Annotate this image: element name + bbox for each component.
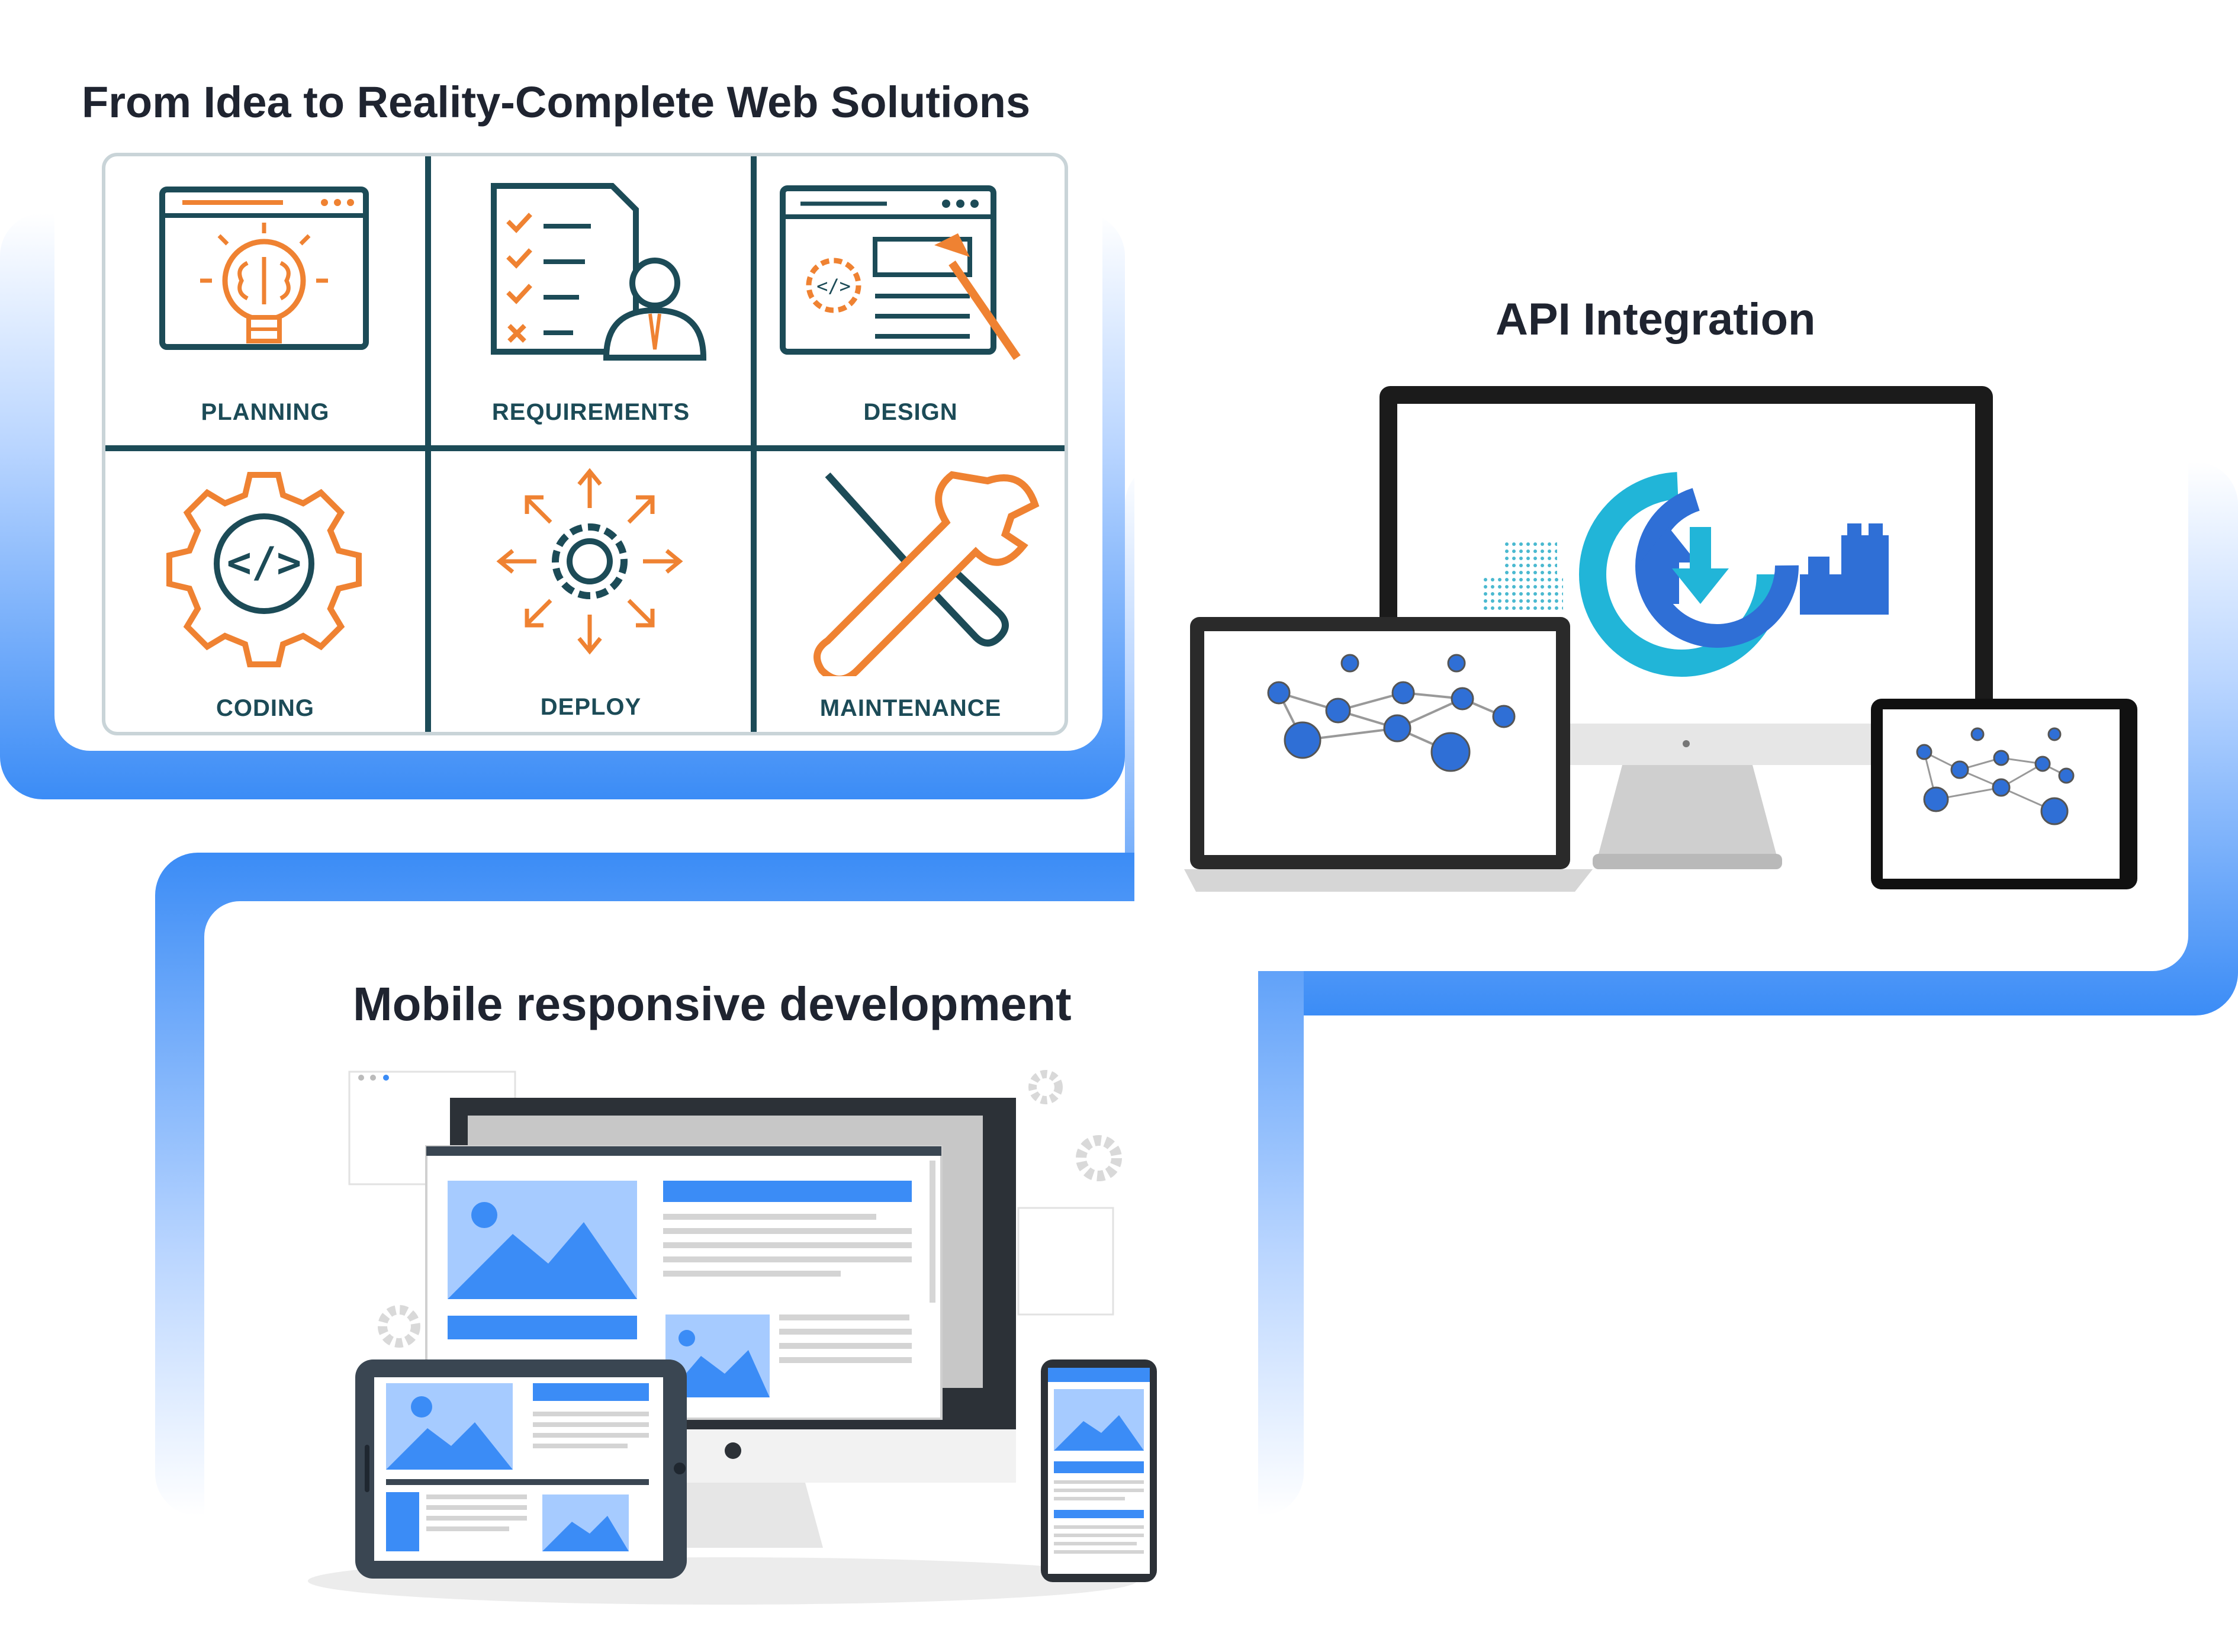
api-device-illustration (1184, 386, 2137, 892)
step-maintenance: MAINTENANCE (757, 451, 1065, 732)
lightbulb-brain-icon (159, 187, 369, 350)
grid-divider (751, 156, 757, 732)
wrench-screwdriver-icon (813, 471, 1040, 676)
step-coding: </> CODING (105, 451, 425, 732)
step-deploy: DEPLOY (431, 451, 751, 732)
svg-text:</>: </> (816, 275, 851, 297)
checklist-person-icon (491, 183, 707, 361)
step-label: CODING (216, 695, 314, 721)
process-grid: PLANNING REQUIREMENTS </> (102, 153, 1068, 735)
step-label: DEPLOY (540, 694, 642, 720)
step-label: MAINTENANCE (819, 695, 1002, 721)
svg-text:</>: </> (227, 538, 301, 587)
process-title: From Idea to Reality-Complete Web Soluti… (82, 78, 1031, 127)
step-label: DESIGN (863, 399, 958, 425)
step-planning: PLANNING (105, 156, 425, 445)
grid-divider (105, 445, 1065, 451)
mobile-title: Mobile responsive development (353, 978, 1072, 1030)
grid-divider (425, 156, 431, 732)
design-brush-icon: </> (780, 185, 1021, 360)
api-title: API Integration (1496, 294, 1816, 345)
responsive-devices-illustration (308, 1070, 1157, 1605)
code-gear-icon: </> (166, 472, 362, 667)
step-label: REQUIREMENTS (491, 399, 690, 425)
step-requirements: REQUIREMENTS (431, 156, 751, 445)
deploy-arrows-gear-icon (496, 468, 683, 655)
step-design: </> DESIGN (757, 156, 1065, 445)
step-label: PLANNING (201, 399, 330, 425)
